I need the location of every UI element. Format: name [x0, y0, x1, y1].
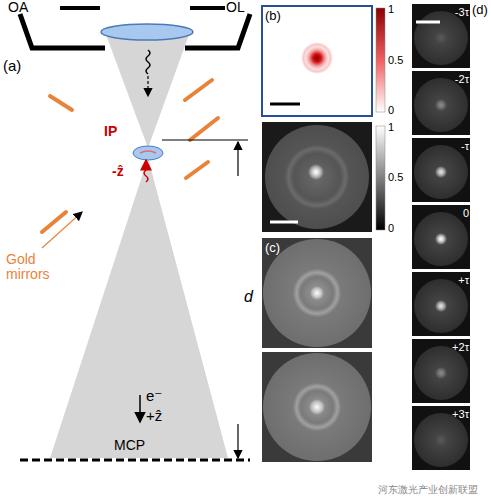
label: +τ: [458, 274, 469, 286]
label: 0.5: [388, 54, 403, 66]
label: 河东激光产业创新联盟: [378, 484, 478, 495]
label: OA: [8, 0, 28, 15]
label: OL: [226, 0, 245, 15]
label: (d): [472, 3, 488, 17]
frame: [412, 272, 470, 336]
label: 1: [388, 3, 394, 15]
frame: [412, 406, 470, 470]
label: Gold mirrors: [6, 252, 62, 283]
label: 0: [463, 207, 469, 219]
label: +3τ: [452, 408, 469, 420]
label: d: [244, 288, 253, 306]
label: (a): [3, 58, 21, 75]
frame: [412, 138, 470, 202]
label: -ẑ: [112, 164, 124, 179]
label: 0: [388, 222, 394, 234]
frame: [412, 339, 470, 403]
frame: [412, 71, 470, 135]
frame: [412, 4, 470, 68]
label: -3τ: [455, 6, 469, 18]
label: +ẑ: [146, 408, 162, 425]
frame: [412, 205, 470, 269]
label: 0.5: [388, 171, 403, 183]
label: -τ: [461, 140, 469, 152]
label: (b): [265, 9, 281, 23]
label: IP: [104, 124, 117, 139]
label: e⁻: [146, 388, 162, 405]
label: 0: [388, 104, 394, 116]
label: 1: [388, 121, 394, 133]
label: MCP: [114, 438, 145, 453]
label: (c): [265, 241, 280, 255]
label: +2τ: [452, 341, 469, 353]
label: -2τ: [455, 73, 469, 85]
